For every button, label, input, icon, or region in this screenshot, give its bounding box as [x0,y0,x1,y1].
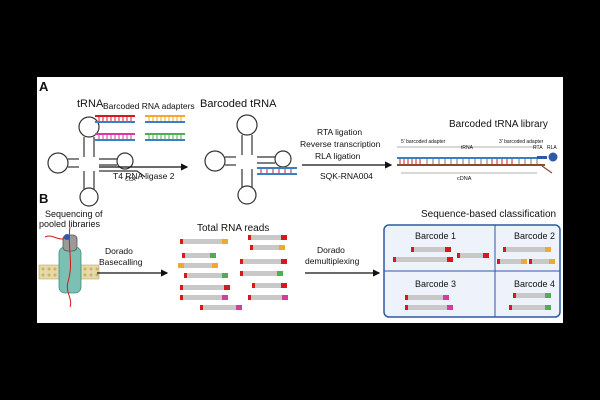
figure-svg: A tRNA CCA Barcoded RNA adapters T4 RNA … [38,79,561,318]
barcode-4-reads [509,293,551,310]
trna-cloverleaf [47,116,146,207]
barcode-2-reads [497,247,555,264]
barcoded-trna-cloverleaf [204,114,292,205]
seg-3p-label: 3' barcoded adapter [499,139,544,145]
seq-label-1: Sequencing of [45,209,103,219]
nanopore-icon [38,226,100,308]
seg-5p-label: 5' barcoded adapter [401,139,446,145]
seg-trna-label: tRNA [461,145,474,151]
seg-rla-label: RLA [547,145,557,151]
library-duplex [397,152,558,174]
adapter-red [95,115,135,123]
dorado-basecall-1: Dorado [105,246,133,256]
step-rt: Reverse transcription [300,139,381,149]
barcode-3-reads [405,295,453,310]
barcode-4-label: Barcode 4 [514,279,555,289]
dorado-demux-2: demultiplexing [305,256,360,266]
seg-rta-label: RTA [533,145,543,151]
barcode-1-label: Barcode 1 [415,231,456,241]
panel-b-letter: B [39,191,48,206]
dorado-basecall-2: Basecalling [99,257,143,267]
step-rta: RTA ligation [317,127,362,137]
ligase-label: T4 RNA ligase 2 [113,171,175,181]
barcoded-trna-adapter [257,167,297,175]
barcoded-trna-label: Barcoded tRNA [200,98,277,110]
dorado-demux-1: Dorado [317,245,345,255]
classification-title: Sequence-based classification [421,209,556,220]
seq-label-2: pooled libraries [39,219,101,229]
barcode-3-label: Barcode 3 [415,279,456,289]
total-reads [178,235,288,310]
trna-label: tRNA [77,98,104,110]
library-title: Barcoded tRNA library [449,119,548,130]
barcode-1-reads [393,247,489,262]
total-reads-title: Total RNA reads [197,223,269,234]
panel-a-letter: A [39,79,49,94]
adapter-magenta [95,133,135,141]
adapter-green [145,133,185,141]
cca-label: CCA [125,177,136,183]
kit-label: SQK-RNA004 [320,171,373,181]
adapters-label: Barcoded RNA adapters [103,101,195,111]
figure-canvas: A tRNA CCA Barcoded RNA adapters T4 RNA … [37,77,563,323]
barcode-2-label: Barcode 2 [514,231,555,241]
adapter-orange [145,115,185,123]
cdna-label: cDNA [457,176,472,182]
step-rla: RLA ligation [315,151,361,161]
